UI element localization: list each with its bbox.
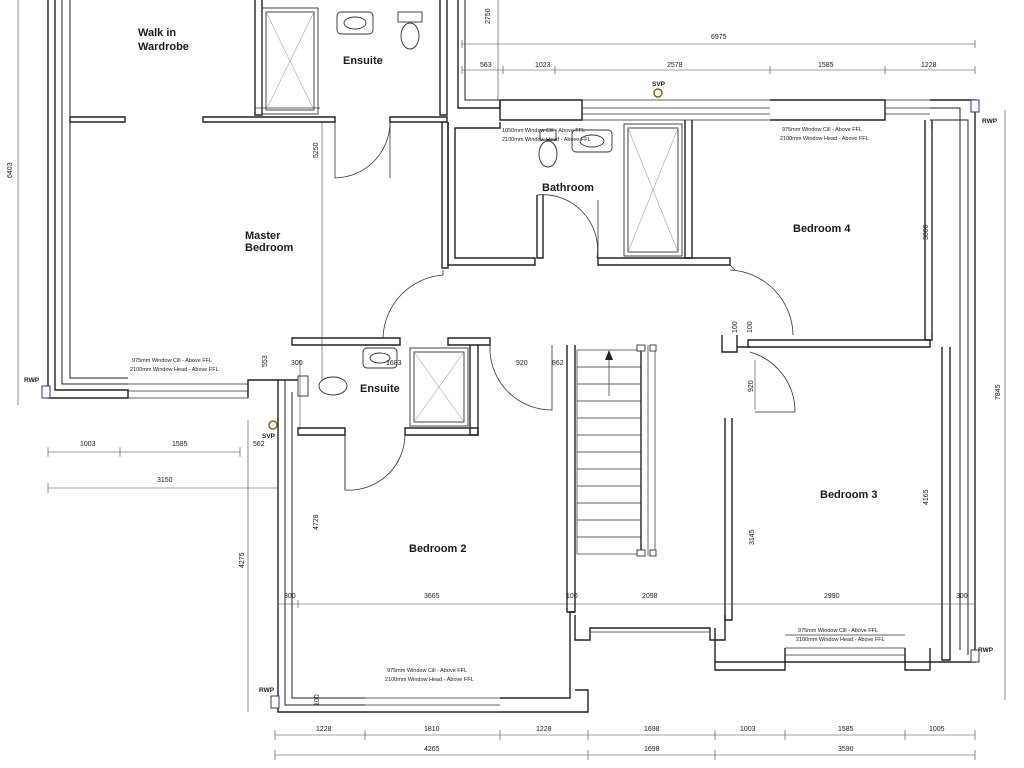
dim-label: 100 [747, 321, 754, 333]
dim-label: 1023 [535, 62, 551, 69]
dim-label: 3000 [923, 224, 930, 240]
dim-label: 1228 [316, 726, 332, 733]
rwp-marker-icon [41, 385, 51, 399]
dim-label: 862 [552, 360, 564, 367]
dim-label: 3590 [838, 746, 854, 753]
dim-label: 6403 [7, 162, 14, 178]
dim-label: 4165 [923, 489, 930, 505]
dim-label: 300 [284, 593, 296, 600]
svp-label: SVP [652, 81, 666, 88]
room-label-bedroom2: Bedroom 2 [409, 543, 466, 555]
dimension-lines [17, 0, 1006, 760]
rwp-label: RWP [259, 687, 275, 694]
window-note-head: 2100mm Window Head - Above FFL [502, 137, 591, 143]
window-note-cill: 1050mm Window Cill - Above FFL [502, 128, 585, 134]
shower-lower-ensuite [409, 347, 469, 427]
room-label-ensuite-lower: Ensuite [360, 383, 400, 395]
room-label-wardrobe: Wardrobe [138, 41, 189, 53]
room-label-bedroom: Bedroom [245, 242, 294, 254]
window-note-cill: 975mm Window Cill - Above FFL [798, 628, 878, 634]
dim-label: 1228 [921, 62, 937, 69]
dim-label: 300 [291, 360, 303, 367]
room-label-bathroom: Bathroom [542, 182, 594, 194]
dim-label: 3145 [749, 529, 756, 545]
rwp-label: RWP [24, 377, 40, 384]
dim-label: 1698 [644, 726, 660, 733]
window-note-cill: 975mm Window Cill - Above FFL [387, 668, 467, 674]
rwp-marker-icon [970, 649, 980, 663]
wc-bathroom [538, 129, 558, 168]
room-label-master: Master [245, 230, 281, 242]
basin-bathroom [571, 129, 613, 153]
rwp-label: RWP [978, 647, 994, 654]
dim-label: 1810 [424, 726, 440, 733]
dim-label: 562 [253, 441, 265, 448]
dim-label: 2990 [824, 593, 840, 600]
shower-bathroom [623, 123, 683, 257]
wc-top-ensuite [397, 11, 423, 50]
dim-label: 1003 [80, 441, 96, 448]
dim-label: 1585 [172, 441, 188, 448]
rwp-marker-icon [270, 695, 280, 709]
dim-label: 6975 [711, 34, 727, 41]
window-note-head: 2100mm Window Head - Above FFL [780, 136, 869, 142]
dim-label: 1585 [818, 62, 834, 69]
dim-label: 5250 [313, 142, 320, 158]
dim-label: 563 [480, 62, 492, 69]
dim-label: 1585 [838, 726, 854, 733]
window-note-head: 2100mm Window Head - Above FFL [130, 367, 219, 373]
dim-label: 4728 [313, 514, 320, 530]
dim-label: 1005 [929, 726, 945, 733]
room-label-bedroom4: Bedroom 4 [793, 223, 851, 235]
stair-up-arrow-icon [605, 350, 613, 360]
dim-label: 2750 [485, 8, 492, 24]
dim-label: 1228 [536, 726, 552, 733]
rwp-marker-icon [970, 99, 980, 113]
svp-pipe-icon [268, 420, 278, 430]
svp-label: SVP [262, 433, 276, 440]
dim-label: 7845 [995, 384, 1002, 400]
doors [334, 121, 796, 491]
dim-label: 100 [566, 593, 578, 600]
exterior-walls [47, 0, 976, 713]
dim-label: 3665 [424, 593, 440, 600]
dim-label: 1683 [386, 360, 402, 367]
window-note-cill: 975mm Window Cill - Above FFL [132, 358, 212, 364]
staircase [576, 344, 657, 557]
dim-label: 920 [748, 380, 755, 392]
dim-label: 553 [262, 355, 269, 367]
room-label-walk-in: Walk in [138, 27, 176, 39]
dim-label: 300 [956, 593, 968, 600]
dim-label: 100 [314, 694, 321, 706]
dim-label: 920 [516, 360, 528, 367]
dim-label: 3150 [157, 477, 173, 484]
dim-label: 2578 [667, 62, 683, 69]
window-note-head: 2100mm Window Head - Above FFL [385, 677, 474, 683]
dim-label: 2098 [642, 593, 658, 600]
dim-label: 1698 [644, 746, 660, 753]
wc-lower-ensuite [297, 375, 348, 397]
window-note-cill: 975mm Window Cill - Above FFL [782, 127, 862, 133]
rwp-label: RWP [982, 118, 998, 125]
basin-top-ensuite [336, 11, 374, 35]
basin-lower-ensuite [362, 347, 398, 369]
dim-label: 4275 [239, 552, 246, 568]
dim-label: 100 [732, 321, 739, 333]
dim-label: 1003 [740, 726, 756, 733]
shower-top-ensuite [261, 7, 319, 115]
window-note-head: 2100mm Window Head - Above FFL [796, 637, 885, 643]
dim-label: 4265 [424, 746, 440, 753]
room-label-bedroom3: Bedroom 3 [820, 489, 877, 501]
svp-pipe-icon [653, 88, 663, 98]
room-label-ensuite-top: Ensuite [343, 55, 383, 67]
